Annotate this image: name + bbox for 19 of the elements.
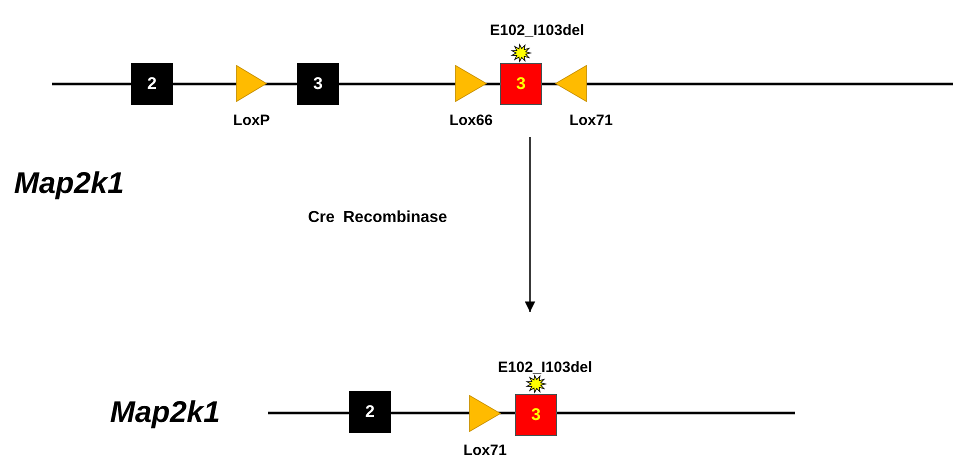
exon-number: 2: [365, 402, 375, 422]
exon-number: 3: [516, 74, 526, 94]
exon-box: [500, 63, 542, 105]
lox-site-label: Lox71: [569, 112, 613, 129]
exon-box: [349, 391, 391, 433]
mutation-label: E102_I103del: [498, 359, 592, 376]
lox-site-label: Lox66: [449, 112, 493, 129]
lox-site-label: LoxP: [233, 112, 270, 129]
enzyme-label: Cre Recombinase: [308, 209, 448, 227]
exon-number: 3: [313, 74, 323, 94]
exon-box: [515, 394, 557, 436]
exon-number: 2: [147, 74, 157, 94]
mutation-label: E102_I103del: [490, 22, 584, 39]
gene-name: Map2k1: [110, 396, 220, 430]
gene-name: Map2k1: [14, 167, 124, 201]
lox-site-label: Lox71: [463, 442, 507, 459]
exon-box: [131, 63, 173, 105]
exon-number: 3: [531, 405, 541, 425]
exon-box: [297, 63, 339, 105]
